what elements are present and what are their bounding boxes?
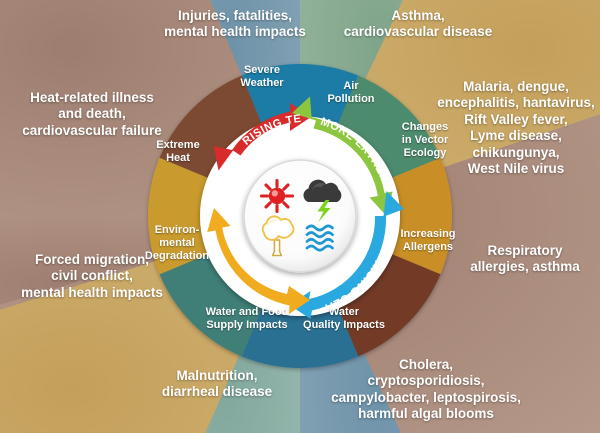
- waves-icon: [305, 224, 334, 252]
- smokestack-icon: [261, 215, 295, 257]
- cycle-arrow-more-extreme-weather[interactable]: [292, 96, 393, 216]
- hub-circle: [243, 159, 357, 273]
- storm-cloud-icon: [303, 179, 342, 222]
- cycle-arrow-rising-sea-levels[interactable]: [289, 191, 405, 319]
- cycle-arrows: [207, 96, 405, 319]
- cycle-arrow-increasing-co2[interactable]: [207, 208, 310, 314]
- cycle-arrow-rising-temperatures[interactable]: [213, 103, 312, 171]
- sun-icon: [259, 178, 295, 214]
- cycle-label-co2-subscript: 2: [236, 281, 246, 291]
